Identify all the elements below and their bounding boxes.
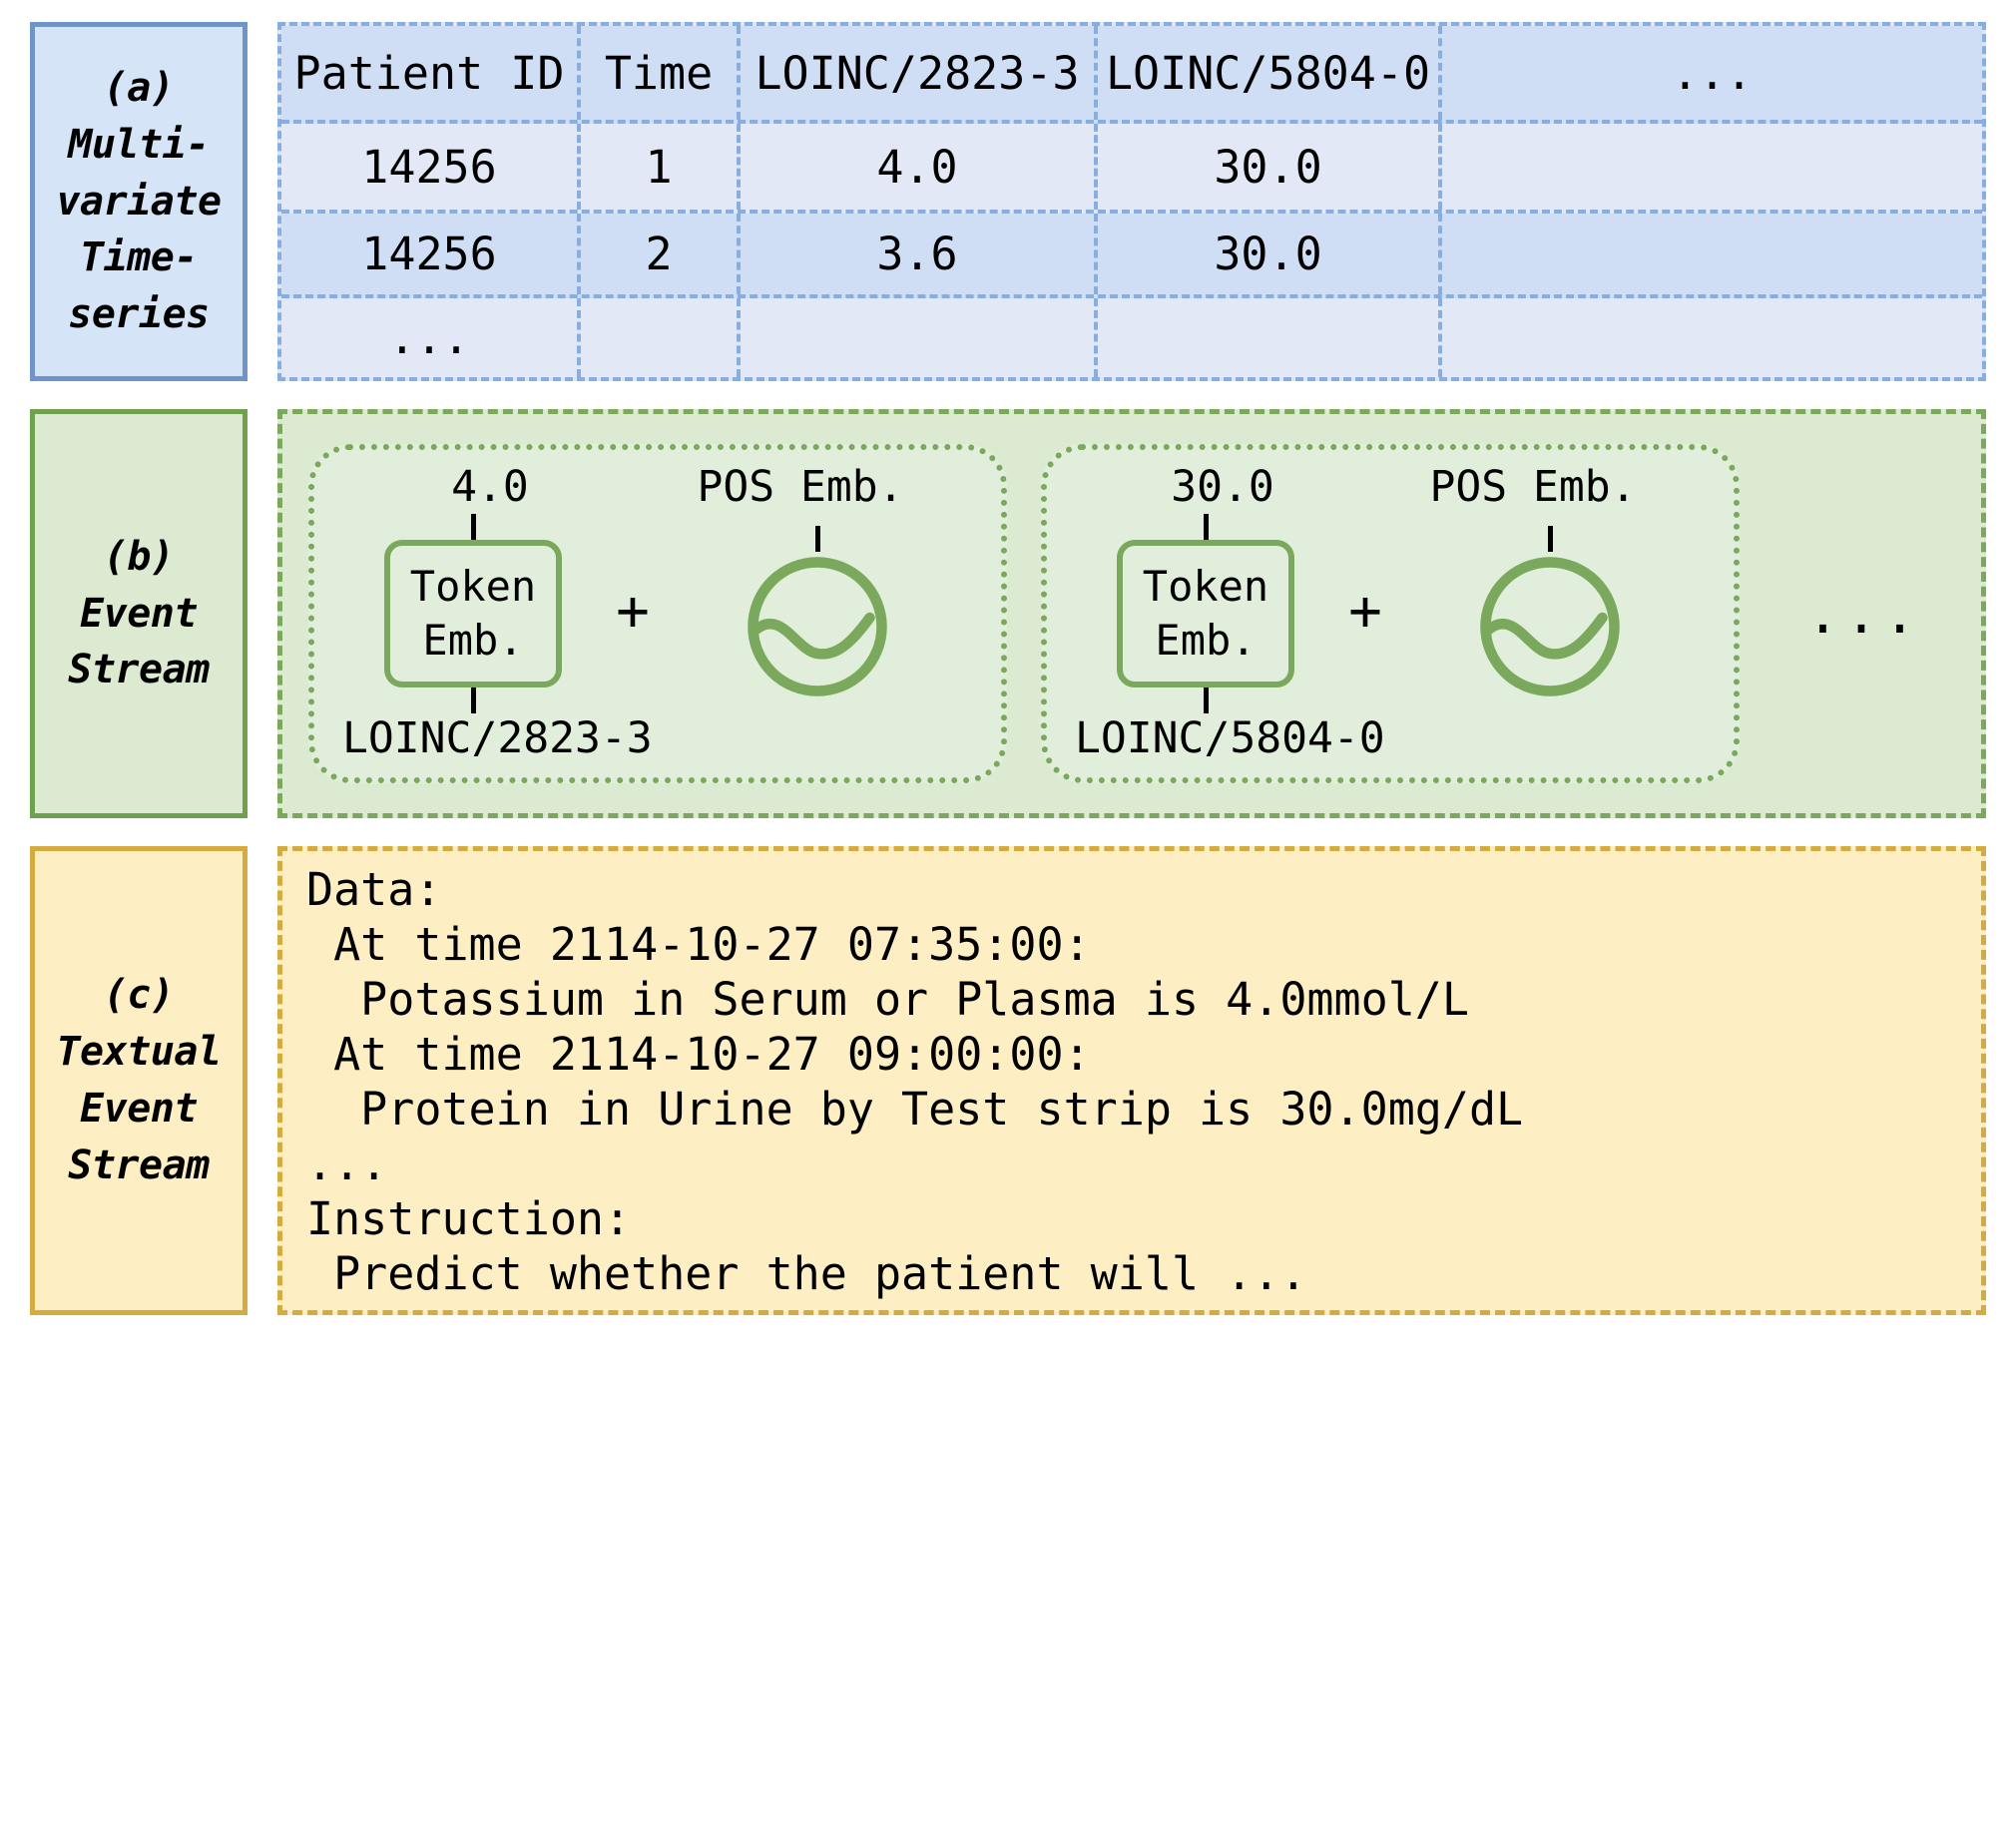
cell-patient-id: ... bbox=[281, 298, 581, 377]
cell-ellipsis bbox=[1442, 214, 1982, 294]
panel-c-caption-line-3: Stream bbox=[68, 1142, 210, 1188]
prompt-line-observation-1: Potassium in Serum or Plasma is 4.0mmol/… bbox=[306, 973, 1469, 1027]
column-header-loinc-5804-0: LOINC/5804-0 bbox=[1098, 26, 1442, 120]
pos-embedding-column bbox=[668, 526, 967, 701]
event-value-label: 30.0 bbox=[1171, 462, 1274, 513]
event-group-top-labels: 4.0 POS Emb. bbox=[340, 462, 975, 514]
loinc-code-label: LOINC/5804-0 bbox=[1075, 713, 1385, 764]
cell-loinc-5804-0: 30.0 bbox=[1098, 214, 1442, 294]
table-row: 14256 1 4.0 30.0 bbox=[281, 124, 1982, 214]
column-header-ellipsis: ... bbox=[1671, 46, 1754, 100]
token-embedding-line-1: Token bbox=[1142, 562, 1269, 612]
token-embedding-line-2: Emb. bbox=[1155, 616, 1257, 666]
cell-ellipsis bbox=[1442, 124, 1982, 210]
event-value-label: 4.0 bbox=[451, 462, 529, 513]
panel-b-tag: (b) bbox=[103, 533, 175, 580]
connector-line-top-icon bbox=[814, 526, 820, 553]
panel-b-caption-line-2: Stream bbox=[68, 647, 210, 693]
event-stream-ellipsis: ... bbox=[1806, 582, 1922, 646]
cell-loinc-2823-3: 4.0 bbox=[741, 124, 1098, 210]
cell-loinc-5804-0: 30.0 bbox=[1098, 124, 1442, 210]
panel-c-caption: (c) Textual Event Stream bbox=[30, 846, 248, 1315]
pos-embedding-label: POS Emb. bbox=[1429, 462, 1637, 513]
plus-icon: + bbox=[1348, 579, 1382, 645]
table-row: 14256 2 3.6 30.0 bbox=[281, 214, 1982, 298]
connector-line-top-icon bbox=[1203, 514, 1209, 541]
sine-wave-circle-icon bbox=[1480, 557, 1620, 696]
event-group-body: Token Emb. + bbox=[1073, 514, 1708, 714]
token-embedding-box: Token Emb. bbox=[1117, 540, 1294, 688]
panel-c-caption-line-2: Event bbox=[80, 1086, 198, 1132]
loinc-code-label: LOINC/2823-3 bbox=[342, 713, 653, 764]
token-embedding-column: Token Emb. bbox=[348, 514, 598, 714]
cell-loinc-2823-3 bbox=[741, 298, 1098, 377]
column-header-loinc-2823-3: LOINC/2823-3 bbox=[741, 26, 1098, 120]
panel-a-caption-line-1: Multi- bbox=[68, 121, 210, 168]
prompt-line-observation-2: Protein in Urine by Test strip is 30.0mg… bbox=[306, 1083, 1524, 1136]
cell-time: 1 bbox=[581, 124, 741, 210]
sine-wave-circle-icon bbox=[748, 557, 887, 696]
event-group-body: Token Emb. + bbox=[340, 514, 975, 714]
column-header-patient-id: Patient ID bbox=[281, 26, 581, 120]
column-header-time: Time bbox=[581, 26, 741, 120]
cell-patient-id: 14256 bbox=[281, 214, 581, 294]
panel-a-caption-line-2: variate bbox=[56, 178, 222, 225]
plus-icon: + bbox=[616, 579, 650, 645]
panel-a-caption-line-3: Time- bbox=[80, 234, 198, 281]
panel-a-caption: (a) Multi- variate Time- series bbox=[30, 22, 248, 381]
panel-a-tag: (a) bbox=[103, 65, 175, 111]
connector-line-bottom-icon bbox=[1203, 687, 1209, 714]
connector-line-bottom-icon bbox=[470, 687, 476, 714]
prompt-line-time-2: At time 2114-10-27 09:00:00: bbox=[306, 1028, 1091, 1082]
panel-c-tag: (c) bbox=[103, 972, 175, 1019]
event-group-bottom-label: LOINC/2823-3 bbox=[340, 713, 975, 767]
panel-a-caption-line-4: series bbox=[68, 291, 210, 338]
prompt-line-ellipsis: ... bbox=[306, 1137, 388, 1190]
prompt-line-instruction-body: Predict whether the patient will ... bbox=[306, 1246, 1307, 1300]
panel-c-caption-line-1: Textual bbox=[56, 1029, 222, 1076]
event-token-group: 4.0 POS Emb. Token Emb. + bbox=[308, 444, 1007, 783]
prompt-line-instruction-header: Instruction: bbox=[306, 1191, 632, 1245]
table-row-ellipsis: ... bbox=[281, 298, 1982, 377]
event-token-group: 30.0 POS Emb. Token Emb. + bbox=[1041, 444, 1740, 783]
textual-event-stream-box: Data: At time 2114-10-27 07:35:00: Potas… bbox=[277, 846, 1986, 1315]
token-embedding-line-2: Emb. bbox=[422, 616, 524, 666]
panel-textual-event-stream: (c) Textual Event Stream Data: At time 2… bbox=[30, 846, 1986, 1315]
panel-event-stream: (b) Event Stream 4.0 POS Emb. Token Emb. bbox=[30, 409, 1986, 818]
connector-line-top-icon bbox=[470, 514, 476, 541]
cell-loinc-5804-0 bbox=[1098, 298, 1442, 377]
event-stream-container: 4.0 POS Emb. Token Emb. + bbox=[277, 409, 1986, 818]
token-embedding-box: Token Emb. bbox=[384, 540, 562, 688]
prompt-line-time-1: At time 2114-10-27 07:35:00: bbox=[306, 918, 1091, 972]
pos-embedding-label: POS Emb. bbox=[697, 462, 904, 513]
cell-time: 2 bbox=[581, 214, 741, 294]
connector-line-top-icon bbox=[1547, 526, 1553, 553]
panel-multivariate-timeseries: (a) Multi- variate Time- series Patient … bbox=[30, 22, 1986, 381]
cell-loinc-2823-3: 3.6 bbox=[741, 214, 1098, 294]
panel-b-caption: (b) Event Stream bbox=[30, 409, 248, 818]
panel-b-caption-line-1: Event bbox=[80, 590, 198, 637]
event-group-bottom-label: LOINC/5804-0 bbox=[1073, 713, 1708, 767]
cell-ellipsis bbox=[1442, 298, 1982, 377]
pos-embedding-column bbox=[1400, 526, 1700, 701]
timeseries-table: Patient ID Time LOINC/2823-3 LOINC/5804-… bbox=[277, 22, 1986, 381]
token-embedding-column: Token Emb. bbox=[1081, 514, 1330, 714]
cell-time bbox=[581, 298, 741, 377]
cell-patient-id: 14256 bbox=[281, 124, 581, 210]
token-embedding-line-1: Token bbox=[409, 562, 537, 612]
table-header-row: Patient ID Time LOINC/2823-3 LOINC/5804-… bbox=[281, 26, 1982, 124]
event-group-top-labels: 30.0 POS Emb. bbox=[1073, 462, 1708, 514]
prompt-line-data-header: Data: bbox=[306, 863, 442, 917]
